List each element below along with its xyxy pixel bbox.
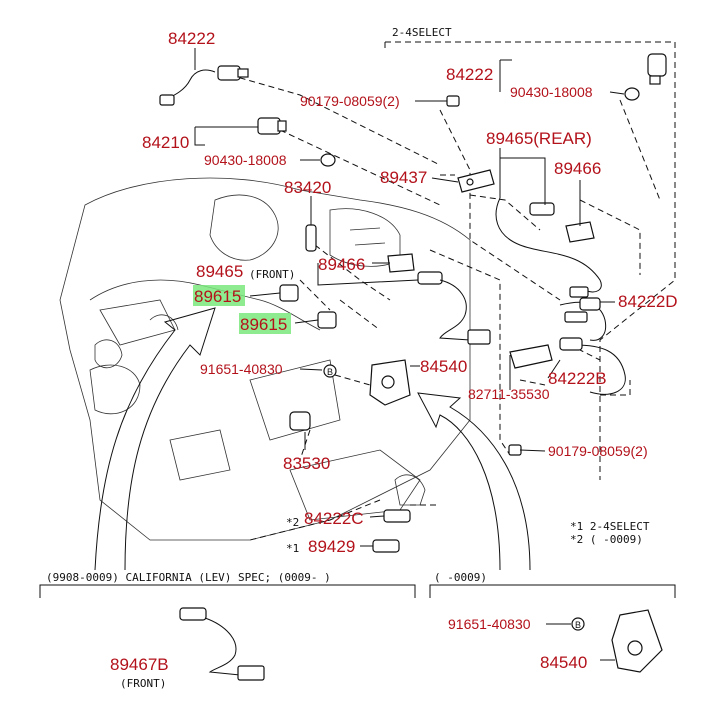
front-label-mid: (FRONT) bbox=[249, 268, 295, 281]
legend-line-2: *2 ( -0009) bbox=[570, 533, 643, 546]
bracket-89437-icon bbox=[457, 169, 495, 193]
sensor-84222D-icon bbox=[559, 297, 607, 341]
front-o2-sensor-89467B-icon bbox=[179, 607, 265, 681]
sensor-84222B-icon bbox=[559, 337, 626, 395]
section-separators bbox=[39, 584, 676, 598]
switch-89615-a-icon bbox=[279, 284, 299, 302]
label-83530[interactable]: 83530 bbox=[283, 454, 330, 473]
front-label-bottom: (FRONT) bbox=[120, 677, 166, 690]
front-o2-sensor-89465-icon bbox=[417, 271, 491, 345]
label-91651-bottom[interactable]: 91651-40830 bbox=[448, 616, 531, 632]
label-89465-front[interactable]: 89465 bbox=[196, 262, 243, 281]
label-89466-mid[interactable]: 89466 bbox=[318, 255, 365, 274]
svg-text:B: B bbox=[575, 620, 581, 630]
sensor-83420-icon bbox=[305, 210, 317, 252]
label-90179-bottom[interactable]: 90179-08059(2) bbox=[548, 443, 648, 459]
label-84540-bottom[interactable]: 84540 bbox=[540, 653, 587, 672]
sensor-84540-bottom-icon bbox=[600, 609, 663, 673]
star1-mark: *1 bbox=[286, 542, 299, 555]
label-82711[interactable]: 82711-35530 bbox=[468, 386, 550, 402]
sensor-84222-top-right-icon bbox=[647, 53, 667, 85]
label-84222D[interactable]: 84222D bbox=[618, 292, 678, 311]
label-89615-b[interactable]: 89615 bbox=[240, 315, 287, 334]
label-84210[interactable]: 84210 bbox=[142, 133, 189, 152]
label-84540-mid[interactable]: 84540 bbox=[420, 357, 467, 376]
highlight-89615-b bbox=[239, 313, 291, 334]
dashed-guides bbox=[229, 41, 676, 541]
label-89466-right[interactable]: 89466 bbox=[554, 159, 601, 178]
label-84222-top-left[interactable]: 84222 bbox=[168, 29, 215, 48]
leader-lines bbox=[194, 48, 625, 547]
switch-89615-b-icon bbox=[317, 311, 337, 329]
label-91651-mid[interactable]: 91651-40830 bbox=[200, 361, 283, 377]
label-84222-top-right[interactable]: 84222 bbox=[446, 65, 493, 84]
label-90430-right[interactable]: 90430-18008 bbox=[510, 84, 593, 100]
washer-90430-right-icon bbox=[624, 87, 640, 101]
label-89467B[interactable]: 89467B bbox=[110, 655, 169, 674]
label-89437[interactable]: 89437 bbox=[380, 168, 427, 187]
bolt-91651-mid-icon: B bbox=[323, 364, 337, 378]
label-84222B[interactable]: 84222B bbox=[548, 369, 607, 388]
engine-outline bbox=[59, 177, 471, 541]
label-84222C[interactable]: 84222C bbox=[304, 509, 364, 528]
label-89429[interactable]: 89429 bbox=[308, 537, 355, 556]
label-89465-rear[interactable]: 89465(REAR) bbox=[486, 129, 592, 148]
sensor-83530-icon bbox=[289, 411, 311, 431]
sensor-84540-mid-icon bbox=[369, 359, 411, 406]
legend-line-1: *1 2-4SELECT bbox=[570, 520, 650, 533]
label-83420[interactable]: 83420 bbox=[284, 178, 331, 197]
bottom-left-header: (9908-0009) CALIFORNIA (LEV) SPEC; (0009… bbox=[46, 571, 331, 584]
bottom-right-header: ( -0009) bbox=[434, 571, 487, 584]
highlight-89615-a bbox=[193, 285, 245, 306]
label-90179-top[interactable]: 90179-08059(2) bbox=[300, 93, 400, 109]
sensor-89429-icon bbox=[372, 539, 400, 553]
label-89615-a[interactable]: 89615 bbox=[194, 287, 241, 306]
svg-text:B: B bbox=[327, 367, 333, 377]
label-90430-left[interactable]: 90430-18008 bbox=[204, 152, 287, 168]
arrow-left bbox=[94, 307, 216, 571]
rear-o2-sensor-89465-icon bbox=[495, 197, 602, 298]
sensor-84222-top-left-icon bbox=[159, 65, 249, 106]
arrow-right bbox=[417, 392, 531, 571]
gasket-89466-mid-icon bbox=[387, 253, 415, 273]
bracket-82711-icon bbox=[509, 344, 553, 369]
sensor-84222C-icon bbox=[383, 509, 411, 523]
washer-90430-left-icon bbox=[320, 153, 336, 167]
sensor-84210-icon bbox=[257, 117, 287, 135]
nut-90179-bottom-icon bbox=[508, 444, 522, 456]
gasket-89466-right-icon bbox=[565, 221, 595, 243]
star2-mark: *2 bbox=[286, 516, 299, 529]
nut-90179-top-icon bbox=[446, 95, 460, 107]
bolt-91651-bottom-icon: B bbox=[571, 617, 585, 631]
select-label-top: 2-4SELECT bbox=[392, 26, 452, 39]
